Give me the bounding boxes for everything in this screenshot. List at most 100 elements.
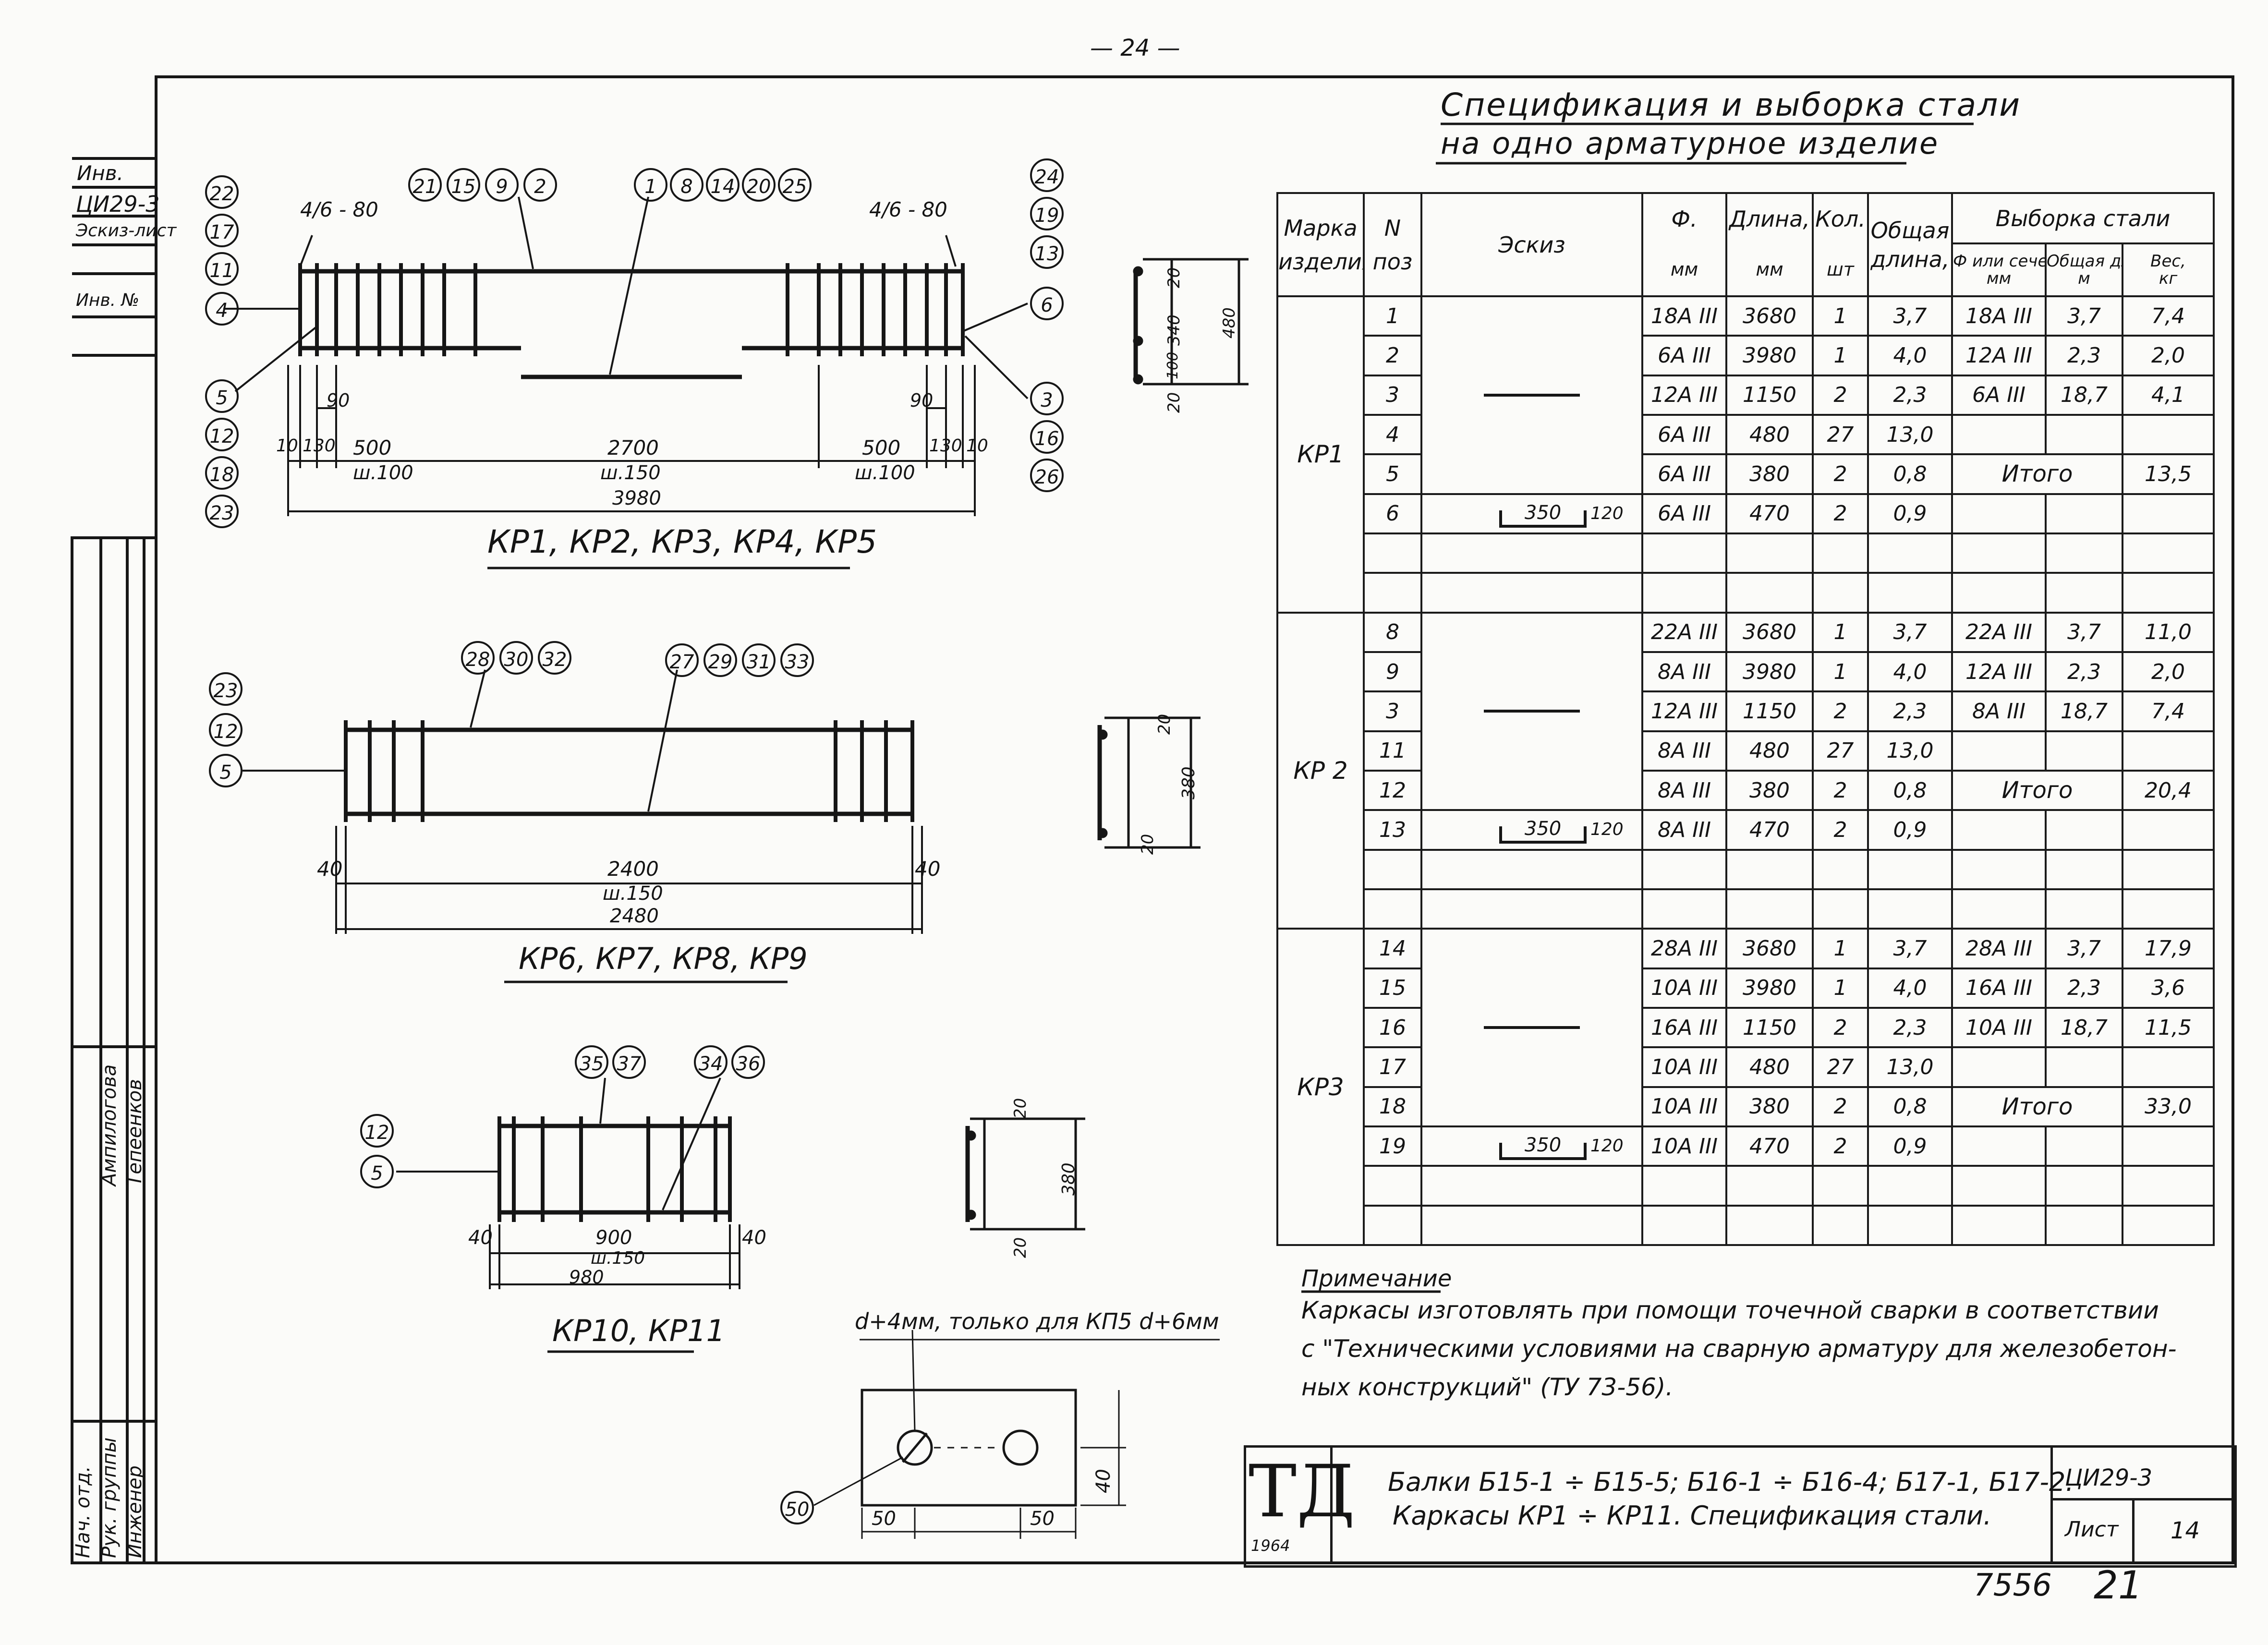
spec-empty-cell [1641,572,1727,614]
spacing-150-2: ш.150 [603,883,663,905]
stamp-7556: 7556 [1974,1568,2052,1603]
sec1-dim-340: 340 [1164,314,1184,346]
spec-cell [1951,730,2047,772]
margin-label-inv: Инв. [77,161,123,185]
spec-pos-cell: 9 [1363,651,1422,693]
callout-circle: 24 [1030,158,1064,192]
callout-circle: 12 [205,418,239,451]
spec-cell: Итого [1951,453,2123,495]
spec-title-1: Спецификация и выборка стали [1441,86,2022,123]
hook-dim: 120 [1590,820,1624,840]
spec-cell: 18A III [1641,295,1727,337]
spec-cell: 6A III [1641,493,1727,534]
callout-circle: 23 [205,495,239,528]
weld-note-right: 4/6 - 80 [869,198,947,221]
spec-cell: 11,5 [2121,1006,2215,1049]
spec-cell: Итого [1951,769,2123,811]
spec-cell: 380 [1725,453,1814,495]
dim-900: 900 [595,1227,632,1249]
callout-circle: 5 [209,754,243,787]
spec-empty-cell [2045,1165,2123,1207]
callout-circle: 5 [360,1155,394,1188]
spec-empty-cell [1812,572,1869,614]
spec-cell: 0,8 [1867,769,1953,811]
spec-empty-cell [1363,848,1422,890]
spacing-150: ш.150 [600,462,661,484]
spec-cell: 4,0 [1867,651,1953,693]
note-line-2: с "Техническими условиями на сварную арм… [1301,1335,2177,1363]
dim-980: 980 [569,1267,604,1288]
spec-cell: 27 [1812,413,1869,456]
spec-empty-cell [1812,1204,1869,1246]
spec-cell: 33,0 [2121,1086,2215,1127]
spec-empty-cell [1641,1204,1727,1246]
spec-pos-cell: 14 [1363,928,1422,969]
spec-empty-cell [2045,532,2123,574]
spec-cell [2121,493,2215,534]
spec-empty-cell [2121,1165,2215,1207]
spec-cell: 380 [1725,1086,1814,1127]
spec-cell [2121,1125,2215,1167]
spec-cell: 10A III [1641,1125,1727,1167]
callout-circle: 15 [447,168,480,202]
spec-empty-cell [1812,888,1869,930]
spec-pos-cell: 18 [1363,1086,1422,1127]
spec-empty-cell [2121,888,2215,930]
spec-cell: 2,3 [1867,690,1953,732]
spec-cell: 3,6 [2121,967,2215,1009]
dim-40-left-3: 40 [468,1227,493,1249]
callout-circle: 29 [703,643,737,677]
spec-cell: 6A III [1641,335,1727,376]
spec-cell: 16A III [1641,1006,1727,1049]
frame-title-kp10-11: КР10, КР11 [552,1313,726,1348]
spec-empty-cell [1951,532,2047,574]
spec-cell: 8A III [1641,651,1727,693]
spec-empty-cell [1725,848,1814,890]
spec-empty-cell [1363,888,1422,930]
spec-cell: 0,9 [1867,809,1953,851]
dim-90-left: 90 [327,390,350,411]
spec-pos-cell: 11 [1363,730,1422,772]
spec-cell: 1 [1812,967,1869,1009]
spec-cell: 6A III [1641,413,1727,456]
spec-cell: 480 [1725,413,1814,456]
spec-pos-cell: 19 [1363,1125,1422,1167]
spacing-100-left: ш.100 [353,462,413,484]
spec-cell: 2 [1812,1006,1869,1049]
margin-role-head: Нач. отд. [72,1466,94,1558]
spec-empty-cell [1867,1204,1953,1246]
plate-detail [813,1330,1220,1539]
unit-len: мм [1725,243,1814,297]
spec-cell: 12A III [1951,335,2047,376]
dim-40-left-2: 40 [317,857,343,881]
sec1-dim-100: 100 [1164,351,1181,379]
sheet-label: Лист [2065,1517,2119,1542]
spec-cell: 3980 [1725,335,1814,376]
spec-cell: 2 [1812,1086,1869,1127]
sketch-bar [1484,1026,1580,1029]
spec-cell: 10A III [1641,1086,1727,1127]
title-block [1244,1445,2237,1568]
hook-sketch: 350 [1499,819,1587,844]
spec-cell: 2,3 [2045,335,2123,376]
spec-title-2: на одно арматурное изделие [1441,126,1940,161]
callout-circle: 26 [1030,459,1064,492]
spec-pos-cell: 8 [1363,611,1422,653]
col-sel-len: Общая длина,м [2045,242,2123,297]
callout-circle: 2 [523,168,557,202]
spec-cell: 7,4 [2121,295,2215,337]
spec-cell [2121,1046,2215,1088]
spec-cell: 0,9 [1867,1125,1953,1167]
spec-empty-cell [1867,532,1953,574]
spec-cell [2045,809,2123,851]
frame-title-kp6-9: КР6, КР7, КР8, КР9 [519,941,808,976]
spec-sketch-cell [1420,611,1643,811]
spec-cell: 1 [1812,651,1869,693]
